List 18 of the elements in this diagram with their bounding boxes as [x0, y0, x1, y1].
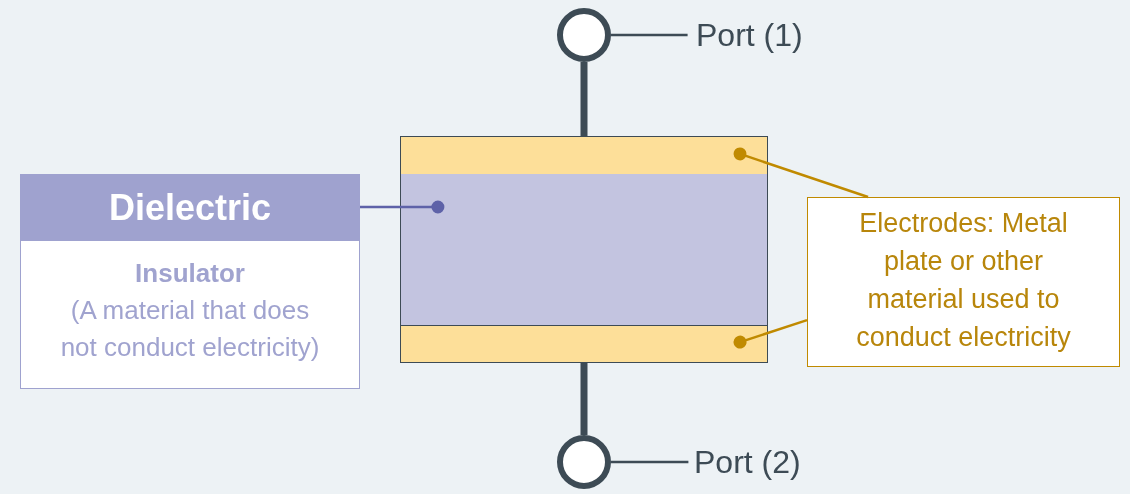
- leader-line: [611, 460, 689, 464]
- term-label: Insulator: [134, 257, 246, 290]
- terminal-circle: [557, 8, 611, 62]
- terminal-circle: [557, 435, 611, 489]
- lead-wire: [580, 363, 588, 435]
- electrode-plate: [400, 325, 768, 363]
- leader-line: [733, 147, 869, 199]
- definition-text: (A material that does not conduct electricity): [59, 294, 321, 364]
- dielectric-layer: [400, 174, 768, 326]
- electrode-plate: [400, 136, 768, 175]
- callout-box: Electrodes: Metal plate or other material used to conduct electricity: [807, 197, 1120, 367]
- leader-line: [733, 318, 808, 349]
- leader-line: [360, 200, 445, 214]
- heading-banner: Dielectric: [20, 174, 360, 241]
- port-label: Port (2): [694, 439, 834, 485]
- leader-line: [611, 33, 688, 37]
- port-label: Port (1): [696, 12, 836, 58]
- lead-wire: [580, 62, 588, 136]
